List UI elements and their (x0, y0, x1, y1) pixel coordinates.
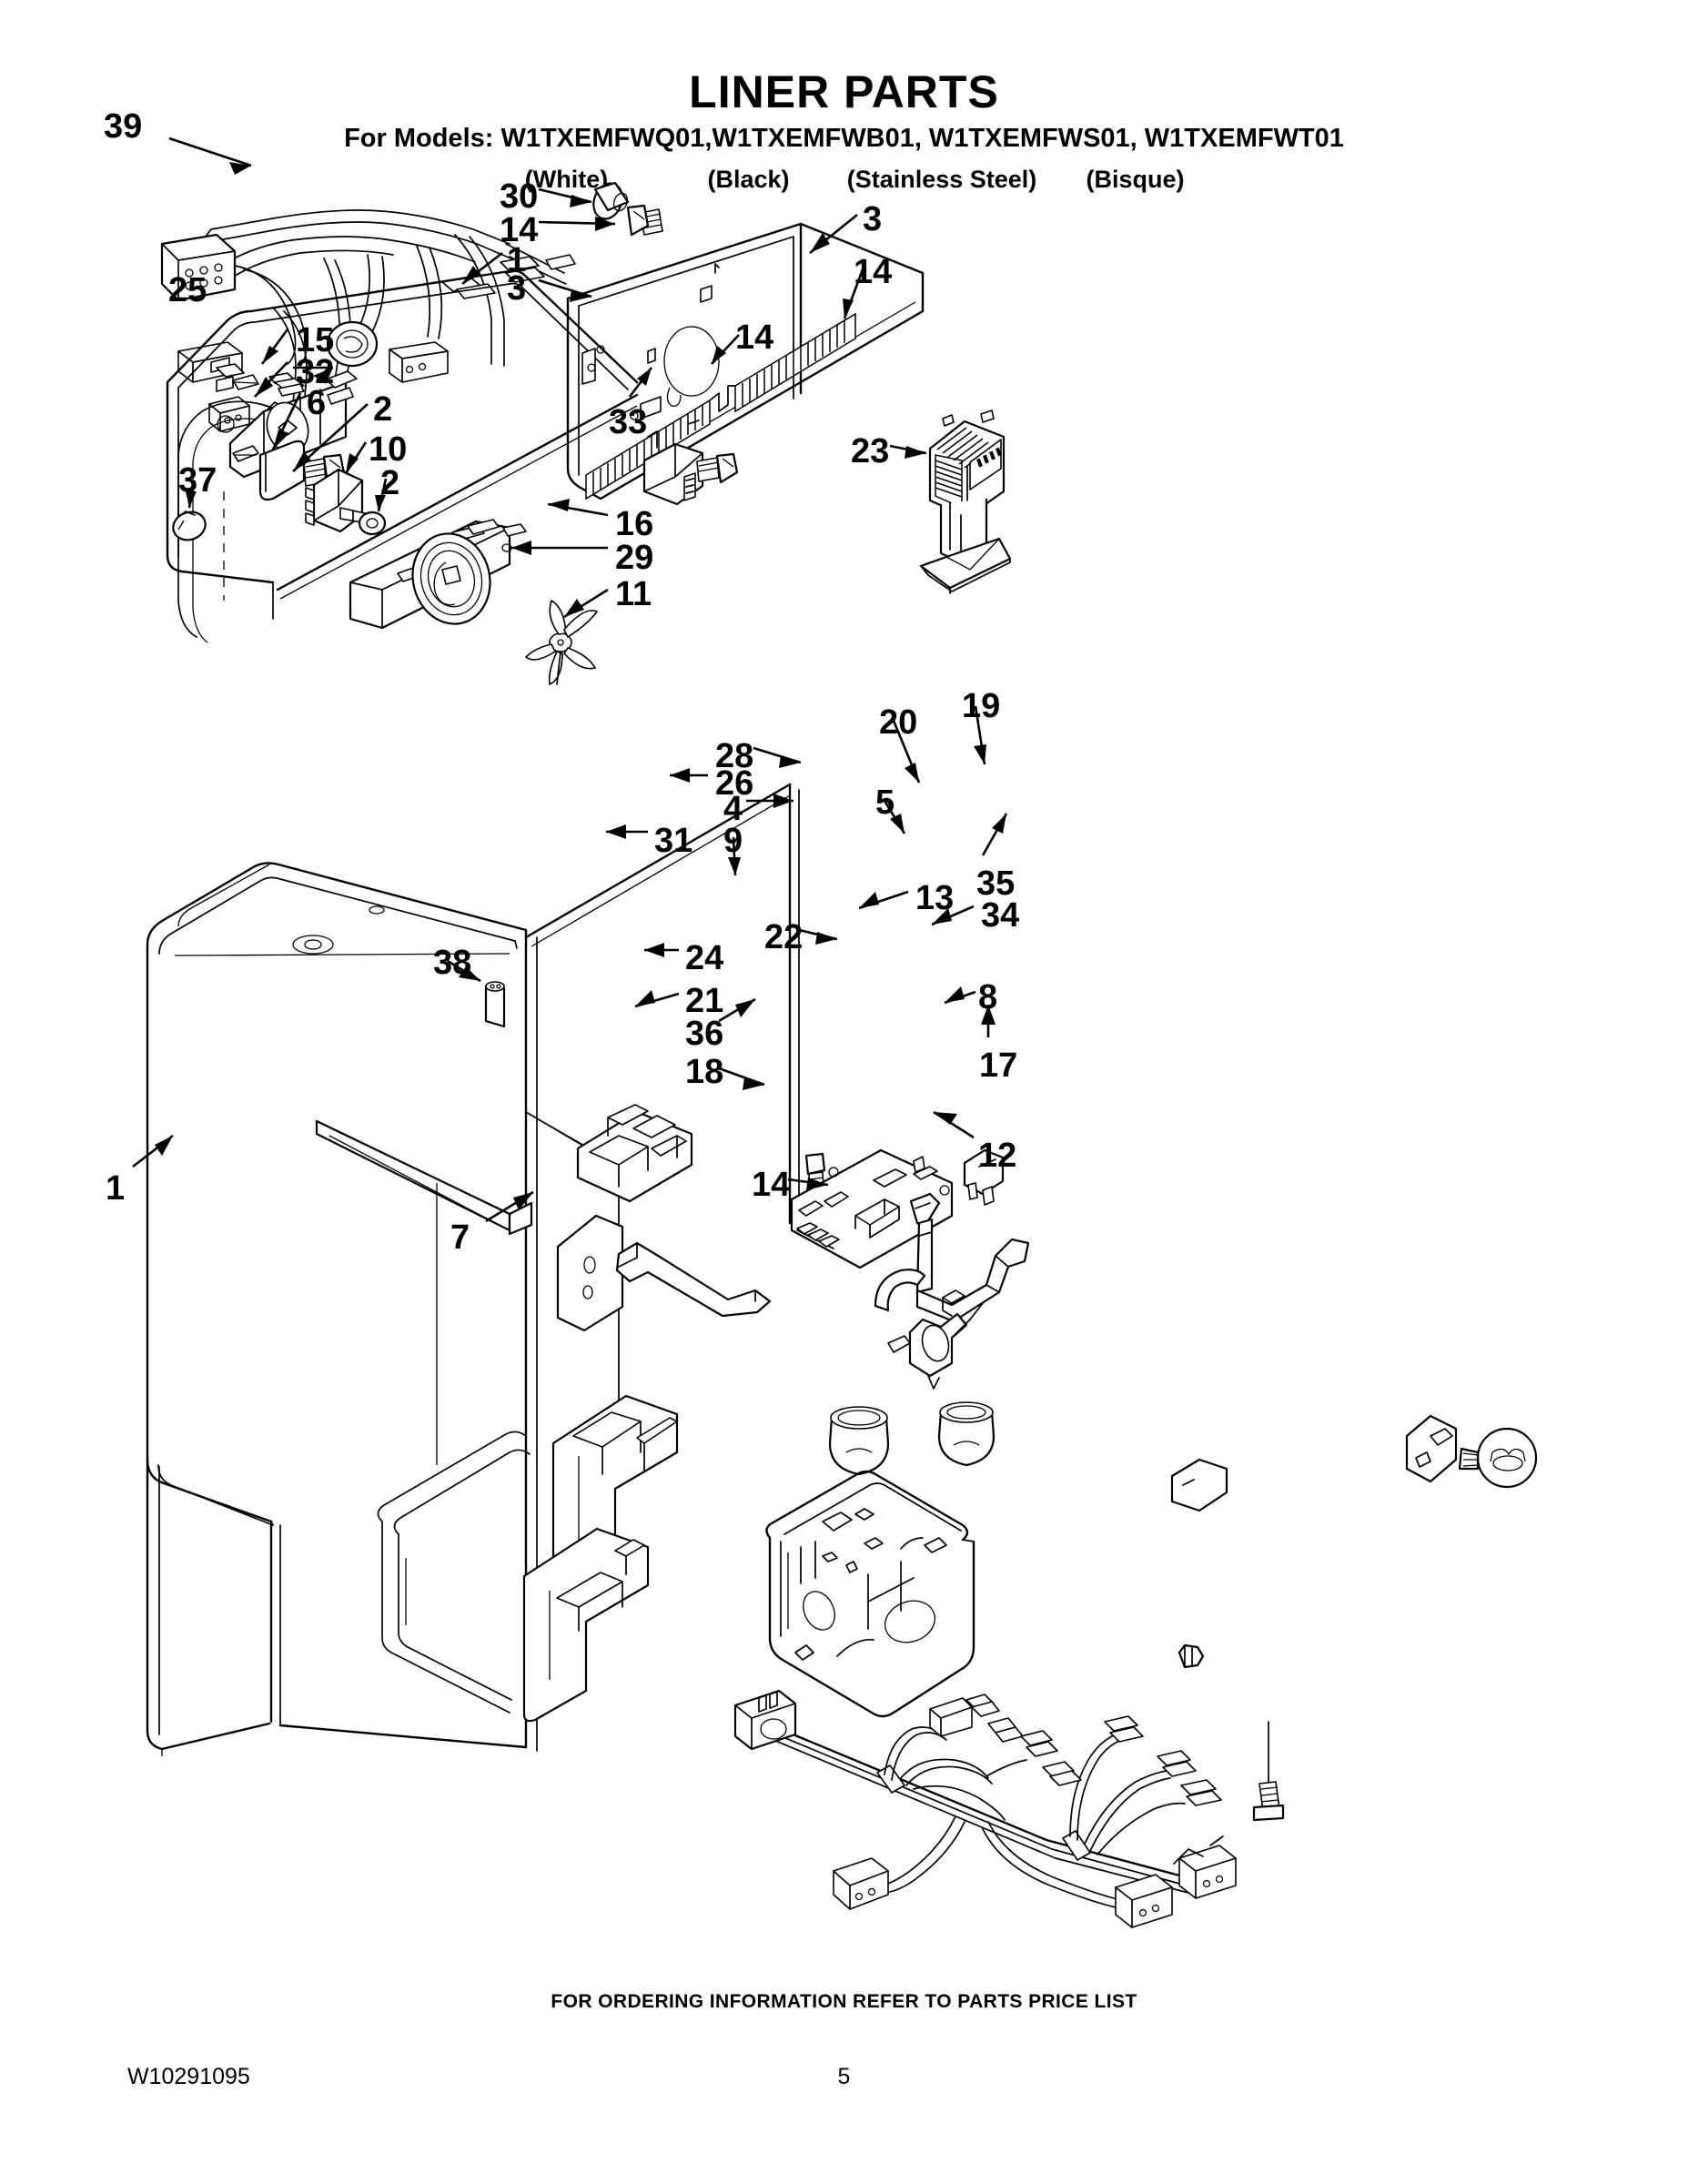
part-4-control-board (792, 1150, 952, 1268)
ordering-note: FOR ORDERING INFORMATION REFER TO PARTS … (551, 1991, 1137, 2012)
callout-28: 28 (715, 737, 754, 775)
callout-30: 30 (500, 177, 539, 216)
callout-39: 39 (104, 107, 143, 146)
part-36-retainer (1172, 1460, 1227, 1511)
callout-3-left: 3 (507, 269, 527, 308)
part-13-damper-assembly (888, 1303, 983, 1389)
part-32-heater-bracket (230, 371, 357, 477)
callout-1-lower: 1 (106, 1169, 126, 1208)
callout-14-top: 14 (500, 211, 539, 249)
part-7-wire-harness-bottom (735, 1691, 1236, 1927)
part-17-light-bulb (1460, 1429, 1536, 1487)
callout-9: 9 (723, 822, 743, 860)
callout-34: 34 (981, 896, 1020, 935)
part-1-cabinet-liner (147, 784, 799, 1756)
callout-26: 26 (715, 764, 754, 803)
callout-32: 32 (296, 353, 335, 391)
callout-33: 33 (609, 403, 648, 441)
callout-8: 8 (978, 978, 998, 1016)
callout-38: 38 (433, 944, 472, 982)
part-18-light-socket-pin (1179, 1645, 1203, 1667)
callout-16: 16 (615, 505, 654, 543)
part-2-grommet-lower (359, 512, 385, 534)
part-5-seal-ring (875, 1269, 925, 1310)
part-12-light-housing (766, 1471, 974, 1716)
callout-2-lower: 2 (380, 464, 400, 502)
callout-4: 4 (723, 790, 743, 828)
part-34-light-socket-cup (939, 1402, 994, 1465)
part-28-screw (806, 1154, 824, 1210)
part-29-fan-shroud (350, 520, 526, 632)
callout-19: 19 (962, 687, 1001, 725)
callout-22: 22 (764, 918, 804, 956)
part-37-plug (169, 508, 209, 545)
part-38-plug (486, 982, 504, 1026)
callout-14-mid: 14 (735, 318, 774, 357)
part-24-shelf-support-left (553, 1396, 677, 1588)
color-label-steel: (Stainless Steel) (846, 166, 1037, 193)
callout-2-upper: 2 (373, 390, 393, 429)
part-11-fan-blade (526, 601, 597, 684)
part-8-lamp-socket (1407, 1416, 1456, 1481)
callout-23: 23 (851, 432, 890, 470)
callout-29: 29 (615, 539, 654, 577)
freezer-gasket-strip (260, 441, 304, 500)
callout-11: 11 (615, 575, 652, 613)
callout-17: 17 (979, 1046, 1018, 1085)
callout-14-bottom: 14 (752, 1166, 791, 1204)
color-label-bisque: (Bisque) (1086, 166, 1185, 193)
part-14-screw-top (628, 206, 662, 235)
callout-12: 12 (978, 1137, 1017, 1175)
callout-1-upper: 1 (507, 241, 527, 279)
callout-37: 37 (178, 461, 217, 500)
part-33-air-duct-cover (644, 444, 702, 504)
part-2-grommet-upper (268, 465, 297, 490)
part-26-light-diffuser (578, 1105, 692, 1201)
callout-20: 20 (879, 703, 918, 742)
part-21-shelf-support-right (524, 1529, 648, 1721)
part-6-screw (304, 455, 344, 486)
callout-6: 6 (307, 384, 327, 422)
leader-lines (133, 138, 1006, 1221)
page-number: 5 (837, 2064, 851, 2089)
part-23-air-damper-control (921, 410, 1010, 593)
callout-25: 25 (168, 271, 207, 309)
color-label-white: (White) (524, 166, 609, 193)
callout-13: 13 (915, 879, 955, 917)
part-10-thermostat (306, 470, 373, 531)
page-title: LINER PARTS (689, 66, 999, 117)
part-14-screw-bottom (1254, 1722, 1283, 1820)
callout-10: 10 (369, 430, 408, 469)
color-label-black: (Black) (707, 166, 790, 193)
callout-7: 7 (450, 1218, 470, 1257)
callout-5: 5 (875, 784, 895, 822)
color-legend: (White) (Black) (Stainless Steel) (Bisqu… (0, 166, 1688, 194)
part-35-bracket (917, 1239, 1028, 1321)
callout-24: 24 (685, 939, 724, 977)
callout-3-right: 3 (863, 200, 883, 238)
callout-35: 35 (976, 864, 1016, 903)
model-list: For Models: W1TXEMFWQ01,W1TXEMFWB01, W1T… (344, 124, 1344, 153)
callout-21: 21 (685, 982, 724, 1020)
callout-36: 36 (685, 1015, 724, 1053)
part-22-light-socket-cup (830, 1407, 888, 1474)
part-15-clip (233, 375, 258, 389)
part-20-damper-lever (911, 1194, 939, 1292)
part-14-screw-panel (697, 454, 737, 482)
callout-15: 15 (296, 321, 335, 359)
callout-14-right: 14 (854, 253, 893, 291)
part-9-support-arm (617, 1243, 770, 1316)
callout-18: 18 (685, 1053, 724, 1091)
document-number: W10291095 (127, 2064, 250, 2089)
part-31-mounting-plate (558, 1216, 622, 1330)
callout-31: 31 (654, 822, 693, 860)
